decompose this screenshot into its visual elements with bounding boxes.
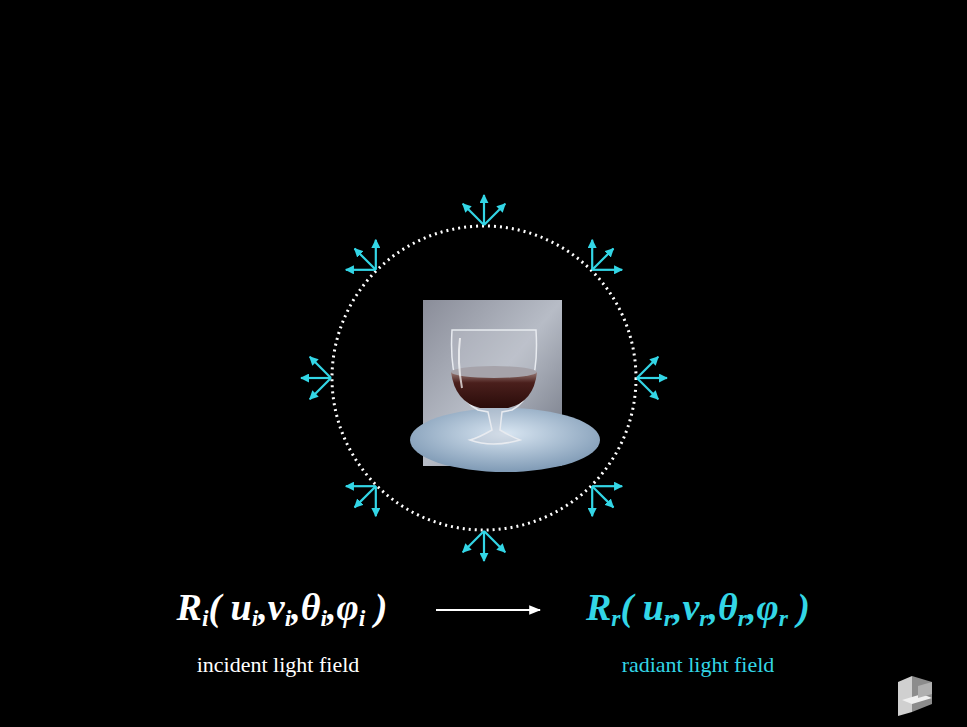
ray-arrow bbox=[463, 204, 484, 225]
ray-arrow bbox=[591, 486, 593, 516]
ray-arrow bbox=[355, 249, 376, 270]
ray-arrow bbox=[592, 269, 622, 271]
mapping-arrow bbox=[436, 609, 540, 611]
incident-caption: incident light field bbox=[197, 652, 360, 678]
ray-arrow bbox=[355, 486, 376, 507]
radiant-formula: Rr( ur,vr,θr,φr ) bbox=[586, 585, 810, 632]
ray-arrow bbox=[301, 377, 331, 379]
wine-glass-photo bbox=[410, 300, 600, 472]
ray-arrow bbox=[637, 357, 658, 378]
ray-arrow bbox=[591, 240, 593, 270]
ray-arrow bbox=[346, 485, 376, 487]
boundary-circle bbox=[332, 226, 636, 530]
ray-arrow bbox=[310, 357, 331, 378]
ray-arrow bbox=[375, 486, 377, 516]
ray-arrow bbox=[484, 204, 505, 225]
ray-arrow bbox=[637, 378, 658, 399]
ray-arrows bbox=[301, 195, 667, 561]
corner-icon bbox=[898, 676, 932, 716]
ray-arrow bbox=[483, 195, 485, 225]
ray-arrow bbox=[592, 485, 622, 487]
ray-arrow bbox=[484, 531, 505, 552]
ray-arrow bbox=[592, 486, 613, 507]
radiant-caption: radiant light field bbox=[622, 652, 775, 678]
ray-arrow bbox=[483, 531, 485, 561]
ray-arrow bbox=[310, 378, 331, 399]
incident-formula: Ri( ui,vi,θi,φi ) bbox=[177, 585, 388, 632]
ray-arrow bbox=[637, 377, 667, 379]
ray-arrow bbox=[375, 240, 377, 270]
ray-arrow bbox=[346, 269, 376, 271]
ray-arrow bbox=[463, 531, 484, 552]
ray-arrow bbox=[592, 249, 613, 270]
